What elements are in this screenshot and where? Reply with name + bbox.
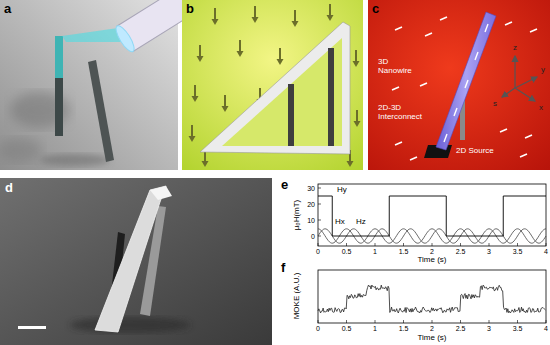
panel-a-illustration bbox=[0, 0, 201, 170]
tick-label: 1.5 bbox=[399, 248, 409, 255]
panel-letter: f bbox=[281, 261, 285, 274]
field-chart bbox=[318, 184, 546, 246]
tick-label: 30 bbox=[307, 185, 315, 192]
panel-letter: b bbox=[186, 2, 194, 15]
panel-letter: d bbox=[5, 181, 13, 194]
moke-chart bbox=[318, 270, 546, 323]
tick-label: 1 bbox=[373, 248, 377, 255]
axis-title: Time (s) bbox=[417, 334, 446, 342]
tick-label: 3 bbox=[487, 248, 491, 255]
tick-label: 1.5 bbox=[399, 325, 409, 332]
tick-label: 2 bbox=[430, 248, 434, 255]
part-label: 2D-3D Interconnect bbox=[378, 104, 428, 122]
tick-label: 3.5 bbox=[513, 248, 523, 255]
tick-label: 20 bbox=[307, 201, 315, 208]
axis-label: x bbox=[539, 104, 543, 112]
curve-label: Hy bbox=[337, 186, 347, 194]
tick-label: 2 bbox=[430, 325, 434, 332]
tick-label: 2.5 bbox=[456, 325, 466, 332]
panel-c-illustration bbox=[368, 0, 550, 170]
tick-label: 3.5 bbox=[513, 325, 523, 332]
curve-label: Hz bbox=[356, 218, 366, 226]
axis-title: Time (s) bbox=[417, 256, 446, 264]
panel-letter: a bbox=[4, 2, 11, 15]
tick-label: 10 bbox=[307, 217, 315, 224]
part-label: 2D Source bbox=[456, 147, 494, 155]
panel-letter: c bbox=[372, 2, 379, 15]
tick-label: 4 bbox=[544, 248, 548, 255]
curve-label: Hx bbox=[335, 218, 345, 226]
tick-label: 0.5 bbox=[342, 325, 352, 332]
tick-label: 0 bbox=[316, 248, 320, 255]
part-label: 3D Nanowire bbox=[378, 58, 418, 76]
axis-label: s bbox=[493, 100, 497, 108]
tick-label: 1 bbox=[373, 325, 377, 332]
axis-title: MOKE (A.U.) bbox=[293, 273, 301, 320]
axis-title: μ₀H(mT) bbox=[293, 200, 301, 231]
tick-label: 0 bbox=[311, 233, 315, 240]
axis-label: z bbox=[513, 44, 517, 52]
tick-label: 2.5 bbox=[456, 248, 466, 255]
tick-label: 0 bbox=[316, 325, 320, 332]
tick-label: 3 bbox=[487, 325, 491, 332]
tick-label: 0.5 bbox=[342, 248, 352, 255]
tick-label: 4 bbox=[544, 325, 548, 332]
sem-image bbox=[0, 178, 272, 345]
panel-letter: e bbox=[281, 178, 288, 191]
panel-b-illustration bbox=[182, 0, 363, 170]
axis-label: y bbox=[541, 66, 545, 74]
